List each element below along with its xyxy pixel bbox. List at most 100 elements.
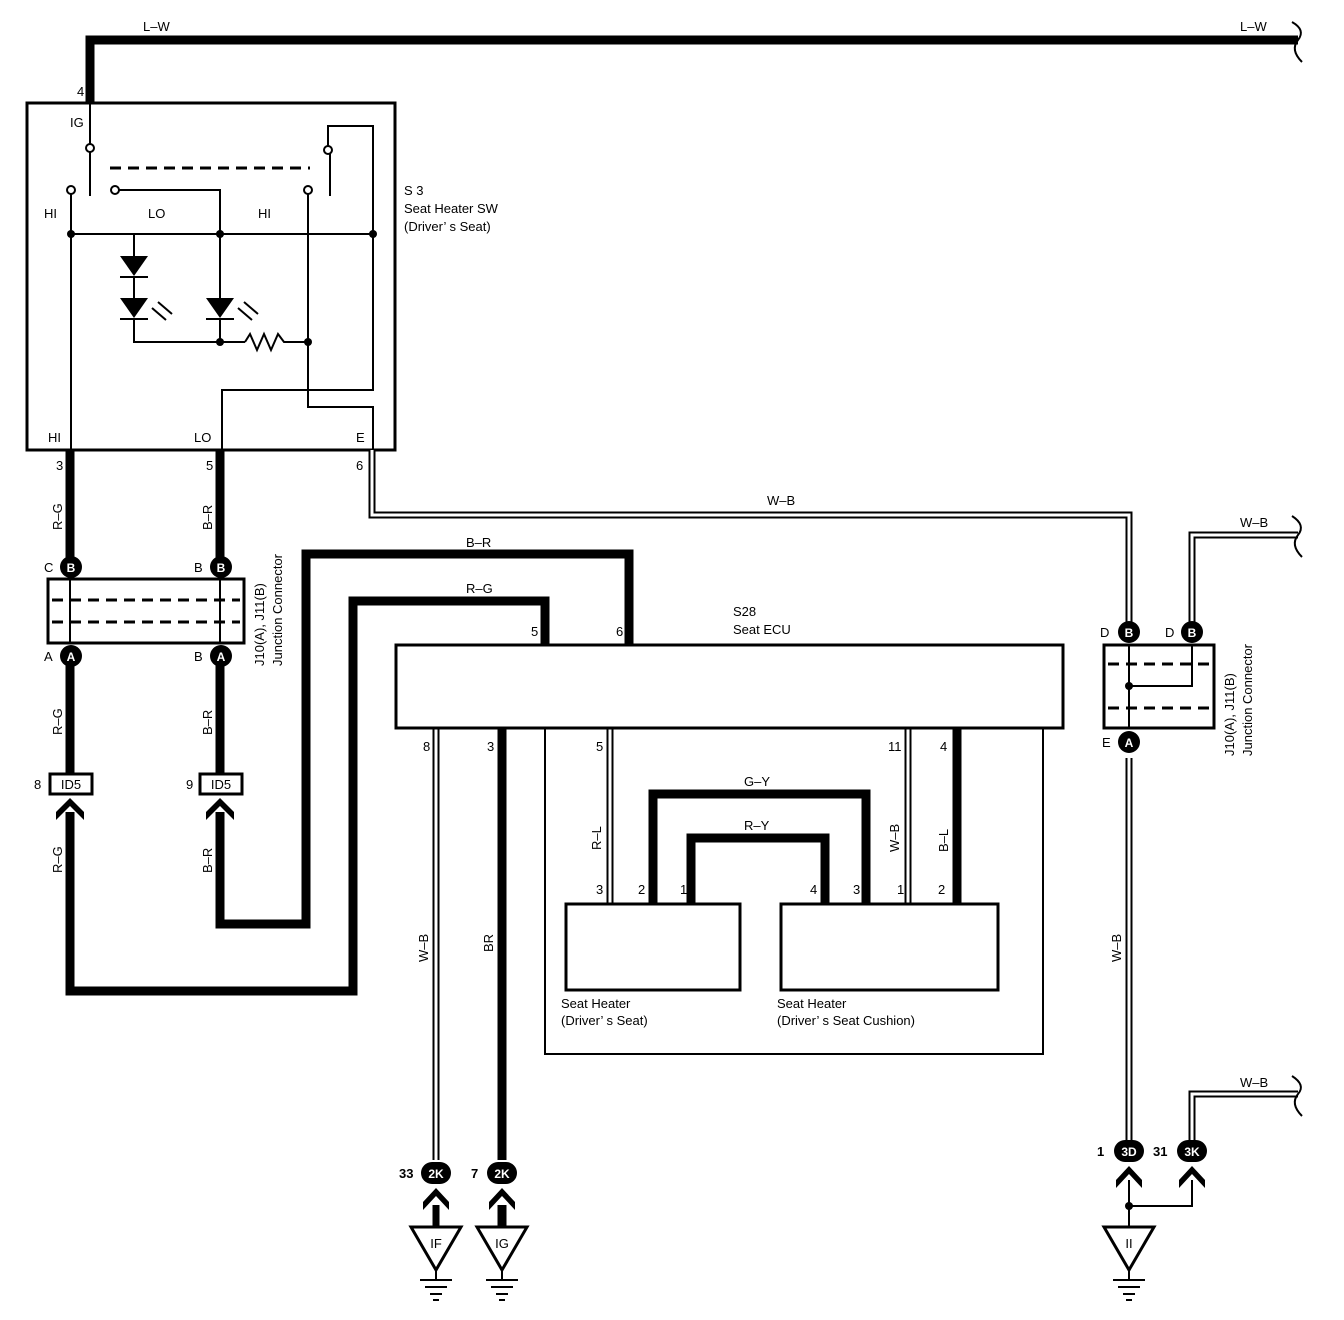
connector-3d: 3D 1 xyxy=(1097,1140,1144,1188)
seat-heater-seat: 3 2 1 Seat Heater (Driver’ s Seat) xyxy=(561,882,742,1028)
jl-top-conn-0: B xyxy=(67,561,76,575)
heater-cushion-pin-3: 2 xyxy=(938,882,945,897)
wire-label-rg-1: R–G xyxy=(50,503,65,530)
c3k-label: 3K xyxy=(1184,1145,1200,1159)
c3d-pin: 1 xyxy=(1097,1144,1104,1159)
c3d-label: 3D xyxy=(1121,1145,1137,1159)
switch-location: (Driver’ s Seat) xyxy=(404,219,491,234)
ground-if: IF xyxy=(408,1225,464,1301)
wire-label-rg-top: R–G xyxy=(466,581,493,596)
heater-cushion-line2: (Driver’ s Seat Cushion) xyxy=(777,1013,915,1028)
ecu-pin-bl: 4 xyxy=(940,739,947,754)
ecu-enclosure xyxy=(544,728,1044,1055)
ecu-pin-bot-wb: 8 xyxy=(423,739,430,754)
switch-inner-hi-right: HI xyxy=(258,206,271,221)
wire-label-wb-right-top: W–B xyxy=(1240,515,1268,530)
jl-desc: Junction Connector xyxy=(270,553,285,666)
jr-top-pin-0: D xyxy=(1100,625,1109,640)
heater-seat-line1: Seat Heater xyxy=(561,996,631,1011)
wire-label-br-2: B–R xyxy=(200,710,215,735)
heater-cushion-pin-2: 1 xyxy=(897,882,904,897)
wire-label-br-bot: BR xyxy=(481,934,496,952)
connector-id5-left: ID5 8 xyxy=(34,772,94,820)
jr-bot-pin-0: E xyxy=(1102,735,1111,750)
heater-cushion-pin-1: 3 xyxy=(853,882,860,897)
wire-label-br-3: B–R xyxy=(200,848,215,873)
c2k-right-label: 2K xyxy=(494,1167,510,1181)
wire-label-wb-right-vert: W–B xyxy=(1109,934,1124,962)
heater-seat-pin-0: 3 xyxy=(596,882,603,897)
switch-code: S 3 xyxy=(404,183,424,198)
heater-cushion-line1: Seat Heater xyxy=(777,996,847,1011)
jl-bot-conn-1: A xyxy=(217,650,226,664)
ecu-pin-rl: 5 xyxy=(596,739,603,754)
c2k-right-pin: 7 xyxy=(471,1166,478,1181)
id5-left-label: ID5 xyxy=(61,777,81,792)
ecu-name: Seat ECU xyxy=(733,622,791,637)
switch-name: Seat Heater SW xyxy=(404,201,499,216)
switch-pin-hi: HI xyxy=(48,430,61,445)
jl-bot-conn-0: A xyxy=(67,650,76,664)
c2k-left-pin: 33 xyxy=(399,1166,413,1181)
wire-label-wb-bot: W–B xyxy=(416,934,431,962)
id5-right-pin: 9 xyxy=(186,777,193,792)
c2k-left-label: 2K xyxy=(428,1167,444,1181)
ecu-pin-bot-br: 3 xyxy=(487,739,494,754)
wire-label-lw-right: L–W xyxy=(1240,19,1267,34)
jr-bot-conn-0: A xyxy=(1125,736,1134,750)
wire-label-gy: G–Y xyxy=(744,774,770,789)
jr-name: J10(A), J11(B) xyxy=(1222,673,1237,756)
jl-top-pin-0: C xyxy=(44,560,53,575)
wire-label-wb-top: W–B xyxy=(767,493,795,508)
heater-seat-pin-1: 2 xyxy=(638,882,645,897)
switch-inner-hi-left: HI xyxy=(44,206,57,221)
ground-if-label: IF xyxy=(430,1236,442,1251)
jr-top-pin-1: D xyxy=(1165,625,1174,640)
switch-pin-e: E xyxy=(356,430,365,445)
wire-label-wb-ecu: W–B xyxy=(887,824,902,852)
heater-seat-pin-2: 1 xyxy=(680,882,687,897)
switch-pin-number-e: 6 xyxy=(356,458,363,473)
switch-pin-number-lo: 5 xyxy=(206,458,213,473)
seat-ecu: S28 Seat ECU 5 6 8 3 5 11 4 xyxy=(394,604,1065,754)
ground-ii-label: II xyxy=(1125,1236,1132,1251)
jl-bot-pin-1: B xyxy=(194,649,203,664)
ecu-pin-top-rg: 5 xyxy=(531,624,538,639)
wire-label-ry: R–Y xyxy=(744,818,770,833)
junction-connector-right: B B A D D E J10(A), J11(B) Junction Conn… xyxy=(1100,621,1255,756)
connector-3k: 3K 31 xyxy=(1153,1140,1207,1188)
heater-cushion-pin-0: 4 xyxy=(810,882,817,897)
ecu-pin-top-br: 6 xyxy=(616,624,623,639)
wire-label-lw-left: L–W xyxy=(143,19,170,34)
c3k-pin: 31 xyxy=(1153,1144,1167,1159)
wire-labels: R–G B–R R–G B–R R–G B–R W–B B–R R–G W–B … xyxy=(50,493,1268,1090)
switch-pin-lo: LO xyxy=(194,430,211,445)
id5-left-pin: 8 xyxy=(34,777,41,792)
ecu-code: S28 xyxy=(733,604,756,619)
switch-inner-lo: LO xyxy=(148,206,165,221)
jl-name: J10(A), J11(B) xyxy=(252,583,267,666)
wire-label-bl: B–L xyxy=(936,829,951,852)
connector-2k-right: 2K 7 xyxy=(471,1162,517,1226)
connector-2k-left: 2K 33 xyxy=(399,1162,451,1226)
switch-pin-ig: IG xyxy=(70,115,84,130)
switch-pin-number-ig: 4 xyxy=(77,84,84,99)
ground-ig: IG xyxy=(474,1225,530,1301)
wire-label-br-top: B–R xyxy=(466,535,491,550)
jr-desc: Junction Connector xyxy=(1240,643,1255,756)
jl-bot-pin-0: A xyxy=(44,649,53,664)
jl-top-pin-1: B xyxy=(194,560,203,575)
jr-top-conn-1: B xyxy=(1188,626,1197,640)
jl-top-conn-1: B xyxy=(217,561,226,575)
switch-pin-number-hi: 3 xyxy=(56,458,63,473)
wire-label-rg-2: R–G xyxy=(50,708,65,735)
jr-top-conn-0: B xyxy=(1125,626,1134,640)
wire-lw: L–W L–W xyxy=(85,19,1303,103)
connector-id5-right: ID5 9 xyxy=(186,772,244,820)
wire-label-rg-3: R–G xyxy=(50,846,65,873)
ecu-pin-wb: 11 xyxy=(888,739,902,754)
junction-connector-left: B B A A C B A B J10(A), J11(B) Junction … xyxy=(44,553,285,667)
seat-heater-switch: 4 IG HI LO xyxy=(25,84,499,452)
ground-ig-label: IG xyxy=(495,1236,509,1251)
